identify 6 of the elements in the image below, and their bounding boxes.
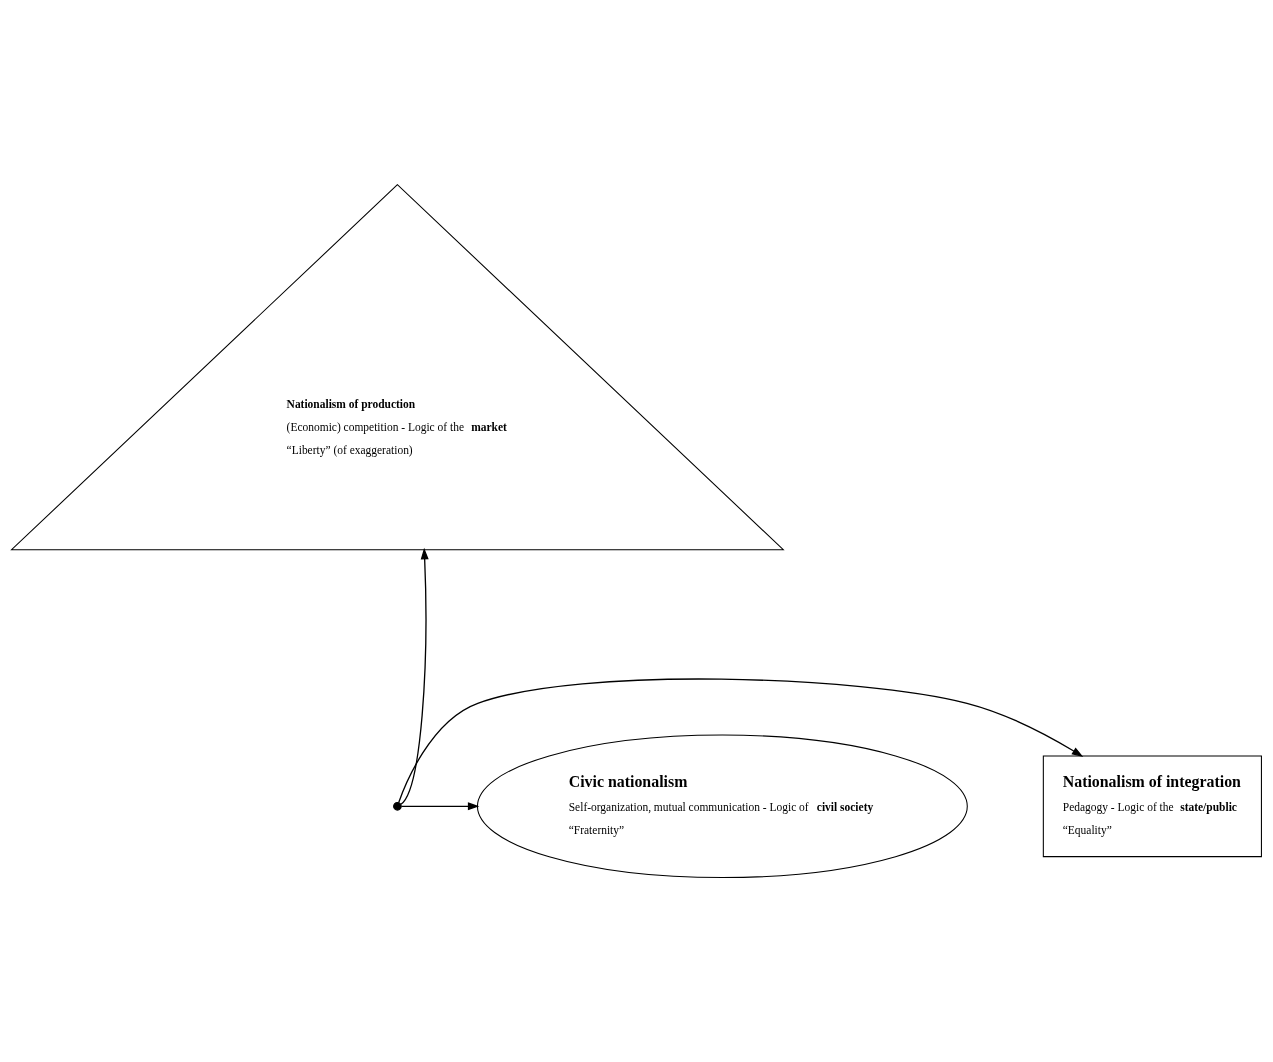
node-point bbox=[393, 801, 402, 811]
node-ellipse: Civic nationalism Self-organization, mutual communication - Logic of civil society “Fraternity” bbox=[476, 734, 968, 879]
arrow bbox=[398, 678, 1084, 804]
arrow bbox=[400, 547, 429, 805]
node-box: Nationalism of integration Pedagogy - Logic of the state/public “Equality” bbox=[1042, 755, 1262, 858]
arrow bbox=[400, 802, 480, 811]
